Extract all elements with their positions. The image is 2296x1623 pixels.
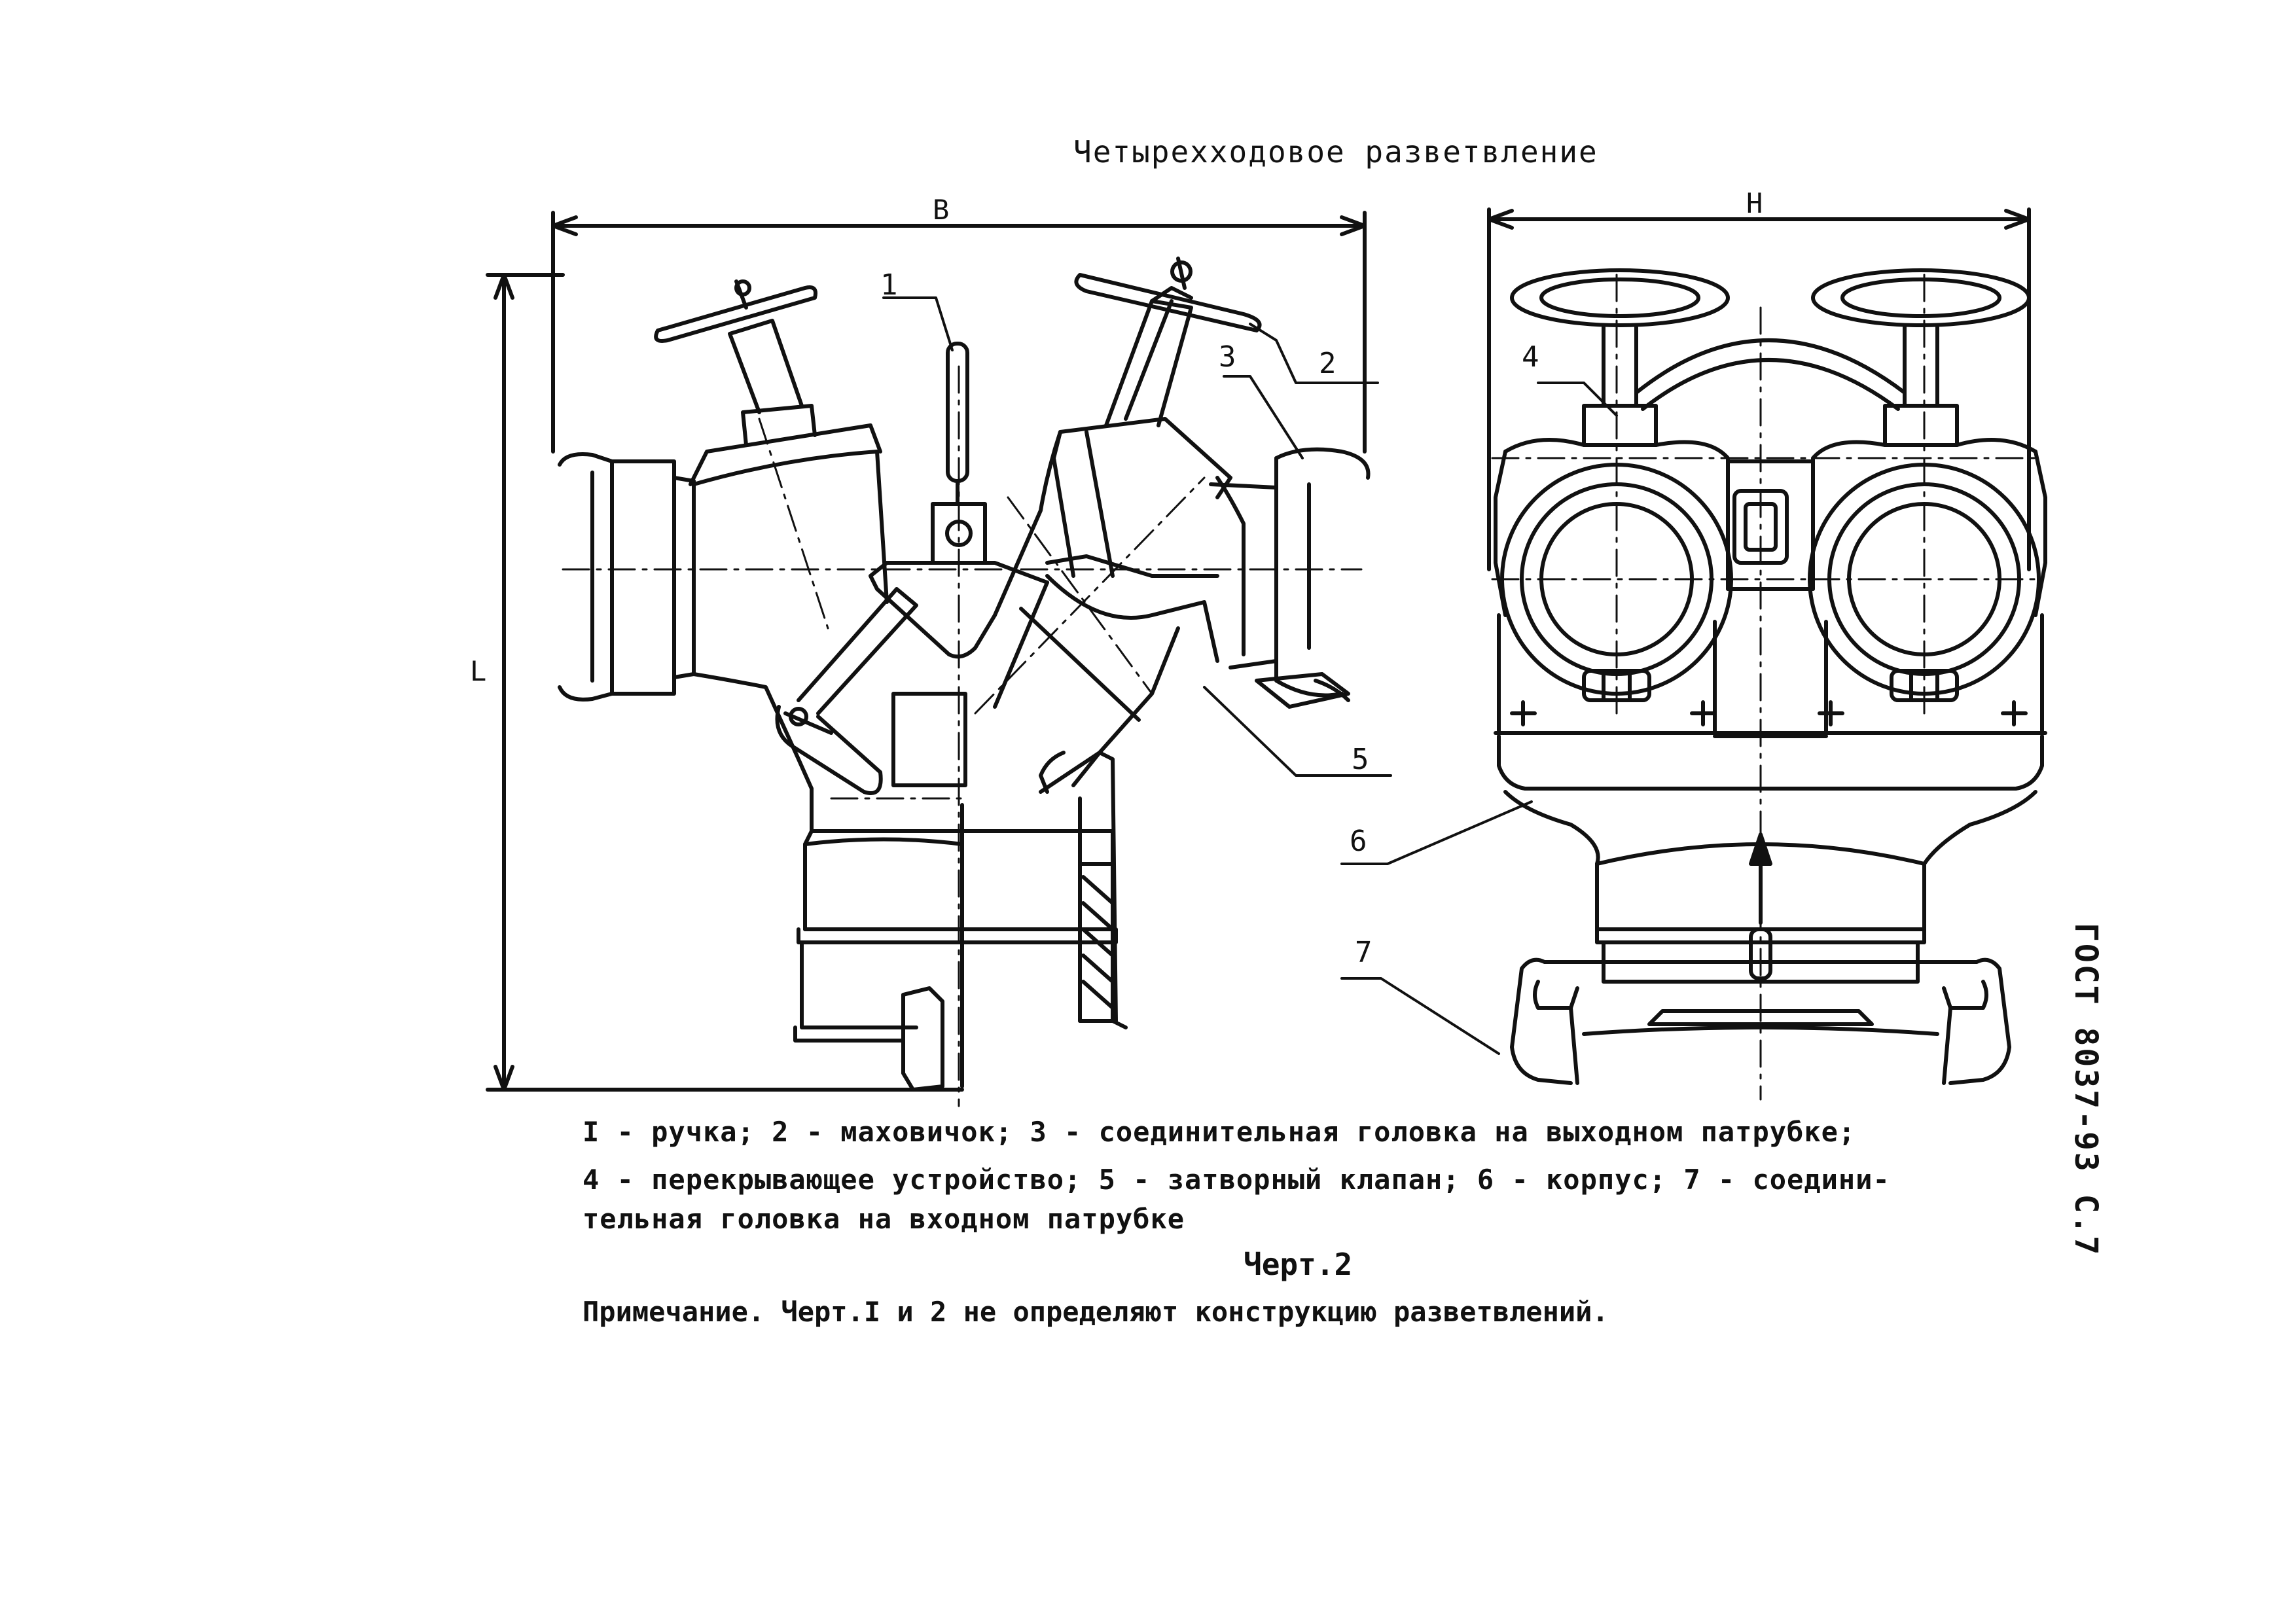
dimension-b-label: B: [933, 194, 949, 226]
callout-7: 7: [1355, 936, 1372, 969]
dimension-h-label: H: [1746, 187, 1763, 219]
callout-5: 5: [1352, 743, 1369, 776]
standard-page-label: ГОСТ 8037-93 С.7: [2068, 923, 2104, 1257]
dimension-l-label: L: [470, 655, 486, 687]
legend-line-1: I - ручка; 2 - маховичок; 3 - соединител…: [583, 1116, 1856, 1148]
callout-2: 2: [1319, 347, 1336, 380]
legend-line-3: тельная головка на входном патрубке: [583, 1203, 1185, 1235]
note-text: Примечание. Черт.I и 2 не определяют кон…: [583, 1296, 1609, 1328]
callout-4: 4: [1522, 340, 1539, 374]
callout-1: 1: [880, 268, 898, 302]
front-view: [1487, 207, 2047, 1101]
page-title: Четырехходовое разветвление: [1073, 134, 1598, 169]
callout-3: 3: [1219, 340, 1236, 374]
legend-line-2: 4 - перекрывающее устройство; 5 - затвор…: [583, 1164, 1890, 1196]
figure-label: Черт.2: [1244, 1247, 1353, 1282]
callout-6: 6: [1350, 825, 1367, 858]
leader-lines: [882, 296, 1618, 1055]
side-view: [486, 211, 1371, 1107]
